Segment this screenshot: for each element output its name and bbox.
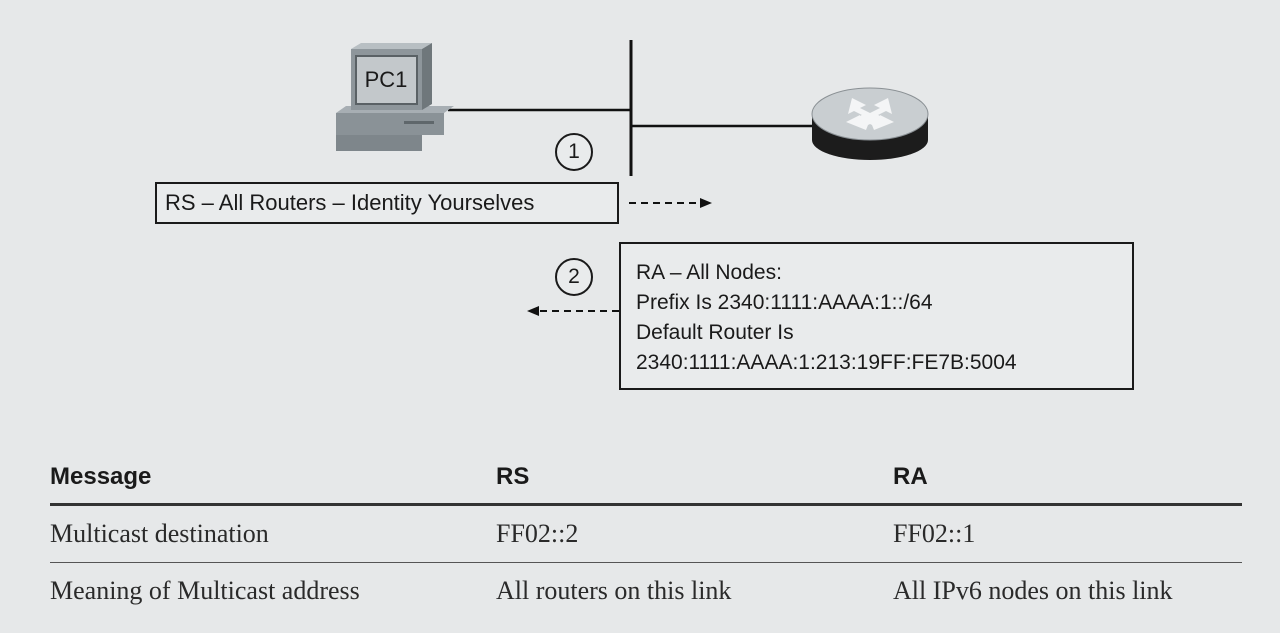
- table-row: Multicast destination FF02::2 FF02::1: [50, 504, 1242, 563]
- rs-cell: FF02::2: [496, 504, 893, 563]
- ra-line-1: RA – All Nodes:: [636, 261, 782, 284]
- ra-cell: FF02::1: [893, 504, 1242, 563]
- rs-arrowhead: [700, 198, 712, 208]
- ra-cell: All IPv6 nodes on this link: [893, 576, 1173, 605]
- ra-line-4: 2340:1111:AAAA:1:213:19FF:FE7B:5004: [636, 351, 1017, 374]
- step-2-badge: 2: [555, 258, 593, 296]
- row-label: Meaning of Multicast address: [50, 576, 360, 605]
- header-rs: RS: [496, 451, 893, 506]
- message-table: Message RS RA Multicast destination FF02…: [50, 451, 1242, 619]
- ra-line-2: Prefix Is 2340:1111:AAAA:1::/64: [636, 291, 933, 314]
- pc1-icon: [336, 43, 454, 151]
- header-message: Message: [50, 451, 496, 506]
- header-ra: RA: [893, 451, 1242, 506]
- table-header-row: Message RS RA: [50, 451, 1242, 506]
- ra-arrowhead: [527, 306, 539, 316]
- pc1-label: PC1: [364, 67, 408, 92]
- table-row: Meaning of Multicast address All routers…: [50, 563, 1242, 620]
- row-label: Multicast destination: [50, 504, 496, 563]
- ra-message-box: RA – All Nodes: Prefix Is 2340:1111:AAAA…: [619, 242, 1134, 390]
- router-icon: [811, 87, 929, 160]
- ra-line-3: Default Router Is: [636, 321, 794, 344]
- rs-message-box: RS – All Routers – Identity Yourselves: [155, 182, 619, 224]
- rs-cell: All routers on this link: [496, 576, 732, 605]
- step-1-badge: 1: [555, 133, 593, 171]
